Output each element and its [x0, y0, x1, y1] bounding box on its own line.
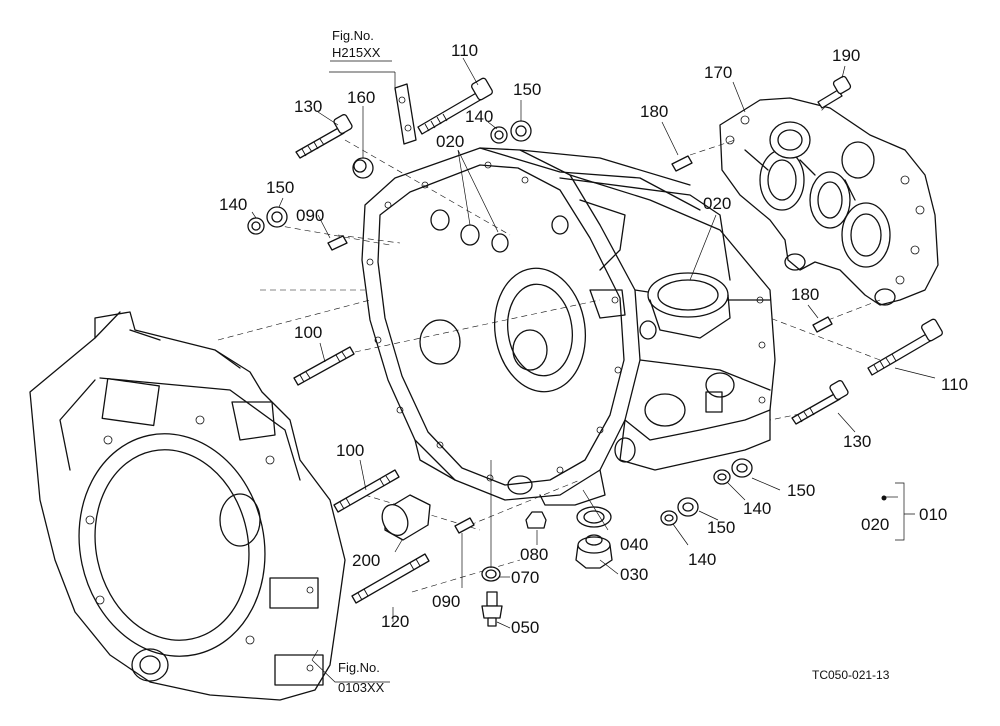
callout-130: 130 [843, 432, 871, 451]
callout-labels: 110 130 160 140 150 020 140 150 090 180 … [219, 41, 968, 637]
snap-ring-070 [481, 566, 501, 582]
callout-020: 020 [861, 515, 889, 534]
leader-lines [251, 57, 936, 683]
callout-110: 110 [941, 375, 968, 394]
bolt-130-upper [295, 114, 353, 159]
drawing-code: TC050-021-13 [812, 668, 890, 682]
callout-110: 110 [451, 41, 478, 60]
bracket [394, 83, 417, 145]
callout-090: 090 [296, 206, 324, 225]
callout-160: 160 [347, 88, 375, 107]
callout-010: 010 [919, 505, 947, 524]
callout-050: 050 [511, 618, 539, 637]
callout-150: 150 [787, 481, 815, 500]
callout-020: 020 [436, 132, 464, 151]
fasteners [247, 75, 943, 627]
fig-ref-number-bottom: 0103XX [338, 680, 385, 695]
callout-150: 150 [266, 178, 294, 197]
stud-120 [351, 553, 430, 604]
flywheel-housing [29, 311, 346, 701]
fig-ref-title-top: Fig.No. [332, 28, 374, 43]
plug-080 [525, 511, 547, 529]
callout-170: 170 [704, 63, 732, 82]
bearing-plate [719, 97, 939, 306]
figure-references: Fig.No. H215XX Fig.No. 0103XX TC050-021-… [330, 28, 890, 695]
collar-160 [352, 157, 374, 179]
seal-040 [576, 506, 612, 528]
callout-200: 200 [352, 551, 380, 570]
bolt-130-lower [791, 380, 849, 425]
nut-150 [510, 120, 532, 142]
fig-ref-title-bottom: Fig.No. [338, 660, 380, 675]
lockwasher-140 [490, 126, 508, 144]
fig-ref-number-top: H215XX [332, 45, 381, 60]
bolt-110-upper [417, 77, 493, 135]
callout-100: 100 [294, 323, 322, 342]
clutch-housing [361, 147, 776, 506]
callout-140: 140 [465, 107, 493, 126]
callout-140: 140 [743, 499, 771, 518]
callout-140: 140 [219, 195, 247, 214]
stud-100-lower [333, 469, 400, 513]
callout-150: 150 [707, 518, 735, 537]
bolt-110-lower [867, 318, 943, 376]
callout-030: 030 [620, 565, 648, 584]
callout-190: 190 [832, 46, 860, 65]
bolt-190 [817, 75, 852, 109]
callout-130: 130 [294, 97, 322, 116]
callout-120: 120 [381, 612, 409, 631]
callout-180: 180 [791, 285, 819, 304]
plug-200 [381, 494, 431, 541]
callout-080: 080 [520, 545, 548, 564]
stud-100-upper [293, 346, 355, 386]
bleeder-050 [481, 591, 503, 627]
callout-040: 040 [620, 535, 648, 554]
callout-140: 140 [688, 550, 716, 569]
callout-090: 090 [432, 592, 460, 611]
callout-150: 150 [513, 80, 541, 99]
assembly-dot [881, 495, 887, 501]
callout-180: 180 [640, 102, 668, 121]
callout-070: 070 [511, 568, 539, 587]
callout-020: 020 [703, 194, 731, 213]
callout-100: 100 [336, 441, 364, 460]
plug-030 [575, 534, 613, 569]
